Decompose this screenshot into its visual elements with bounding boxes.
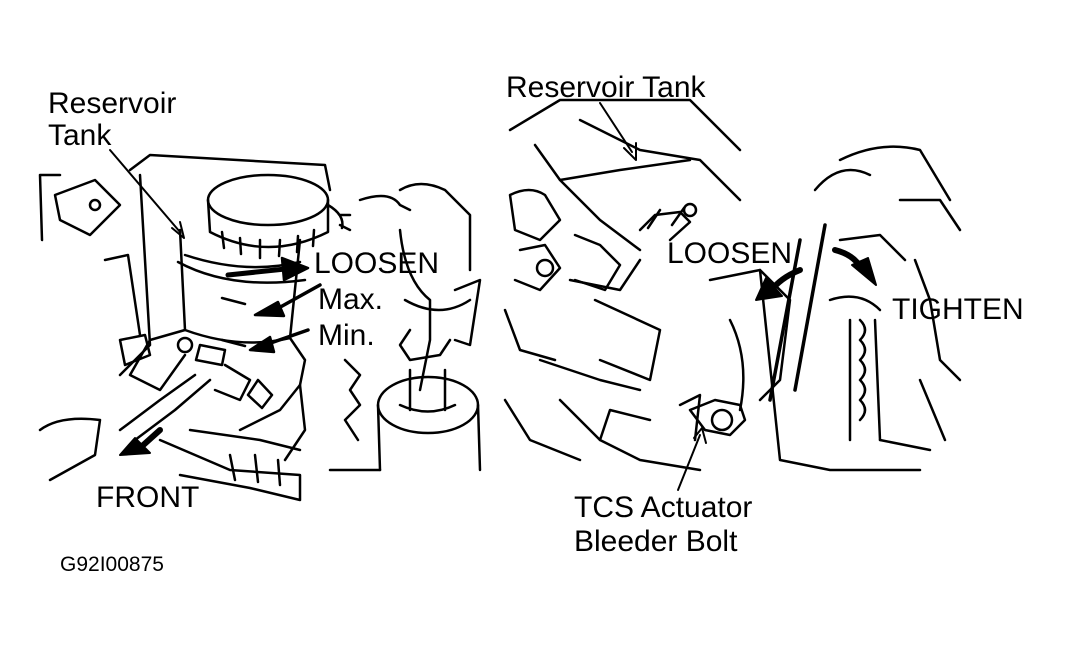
reservoir-tank-label-right: Reservoir Tank	[506, 71, 706, 104]
reservoir-tank-label-line2: Tank	[48, 119, 112, 152]
min-label: Min.	[318, 319, 375, 352]
loosen-label-left: LOOSEN	[314, 247, 440, 280]
bleeder-bolt-label-line2: Bleeder Bolt	[574, 525, 738, 558]
max-label: Max.	[318, 283, 384, 316]
loosen-label-right: LOOSEN	[667, 237, 793, 270]
front-label: FRONT	[96, 481, 200, 514]
reservoir-tank-label-line1: Reservoir	[48, 87, 177, 120]
bleeder-bolt-label-line1: TCS Actuator	[574, 491, 753, 524]
figure-id: G92I00875	[60, 553, 164, 576]
tighten-label: TIGHTEN	[892, 293, 1024, 326]
